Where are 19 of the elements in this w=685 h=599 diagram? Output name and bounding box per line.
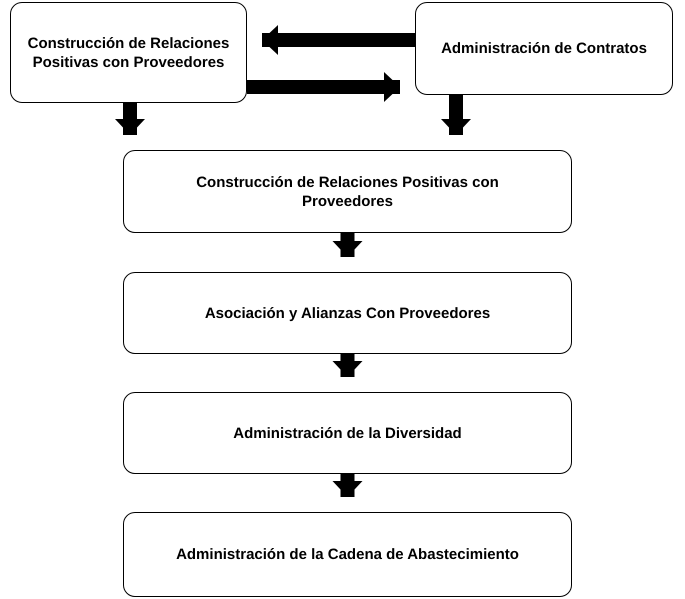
block-arrow bbox=[332, 354, 362, 377]
process-box bbox=[10, 2, 247, 103]
process-box bbox=[415, 2, 673, 95]
block-arrow bbox=[332, 233, 362, 257]
block-arrow bbox=[115, 103, 145, 135]
box-label: Administración de Contratos bbox=[441, 39, 647, 58]
box-label: Administración de la Cadena de Abastecimiento bbox=[176, 545, 519, 564]
block-arrow bbox=[262, 25, 415, 55]
block-arrow bbox=[247, 72, 400, 102]
block-arrow bbox=[441, 95, 471, 135]
process-box bbox=[123, 150, 572, 233]
process-box bbox=[123, 272, 572, 354]
box-label: Administración de la Diversidad bbox=[233, 424, 462, 442]
box-label: Asociación y Alianzas Con Proveedores bbox=[204, 304, 490, 322]
box-label: Construcción de Relaciones Positivas con Proveedores bbox=[195, 172, 500, 210]
process-box bbox=[123, 512, 572, 597]
box-label: Construcción de Relaciones Positivas con Proveedores bbox=[26, 34, 230, 72]
process-box bbox=[123, 392, 572, 474]
block-arrow bbox=[332, 474, 362, 497]
